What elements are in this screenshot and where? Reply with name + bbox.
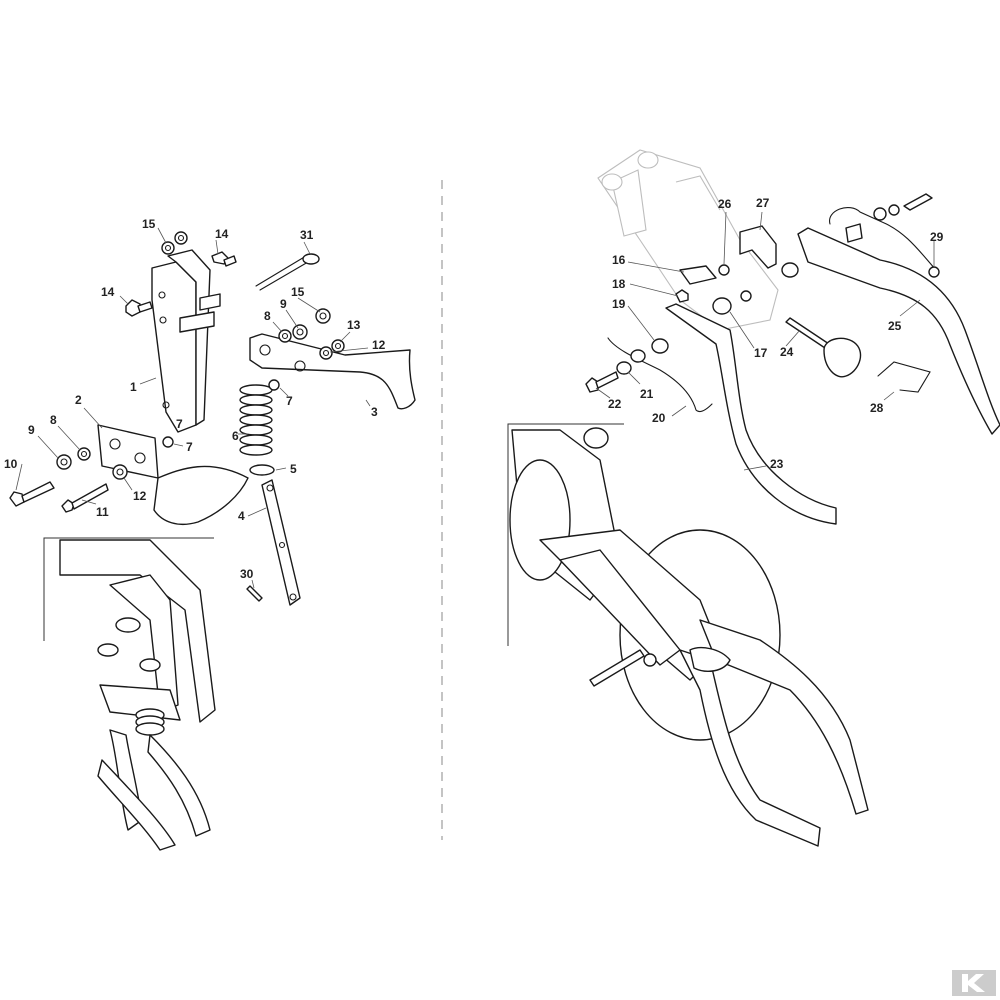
inset-frame-right (507, 423, 624, 646)
callout-13: 13 (347, 318, 361, 332)
callout-29: 29 (930, 230, 944, 244)
mounted-view-left (59, 539, 216, 851)
tine-part-23 (665, 303, 837, 525)
callout-12a: 12 (372, 338, 386, 352)
right-assembly: 16 17 18 19 20 21 22 23 24 25 26 27 28 2… (507, 149, 1000, 847)
knob-bolt-part-24 (785, 317, 862, 378)
callout-30: 30 (240, 567, 254, 581)
callout-15b: 15 (291, 285, 305, 299)
callout-22: 22 (608, 397, 622, 411)
spring-part-6 (239, 384, 273, 456)
callout-21: 21 (640, 387, 654, 401)
callout-25: 25 (888, 319, 902, 333)
callout-14a: 14 (215, 227, 229, 241)
spring-clip-part-29 (829, 204, 940, 278)
callout-4: 4 (238, 509, 245, 523)
bushing-part-17 (712, 297, 732, 315)
bushing-part-19 (651, 338, 669, 354)
callout-27: 27 (756, 196, 770, 210)
callout-26: 26 (718, 197, 732, 211)
tine-arm-part-3 (249, 333, 416, 410)
tine-blade (153, 465, 249, 526)
callout-8a: 8 (264, 309, 271, 323)
callouts-left: 1 2 3 4 5 6 7 7 7 8 8 9 9 10 11 12 12 13… (4, 217, 386, 581)
callout-5: 5 (290, 462, 297, 476)
leader-lines-left (15, 227, 371, 589)
ghost-frame (597, 149, 779, 331)
callout-15a: 15 (142, 217, 156, 231)
callout-10: 10 (4, 457, 18, 471)
callout-28: 28 (870, 401, 884, 415)
bolt-top-right (903, 193, 933, 211)
nut-part-26 (718, 264, 730, 276)
cotter-pin-part-31 (255, 253, 320, 291)
callout-2: 2 (75, 393, 82, 407)
callout-8b: 8 (50, 413, 57, 427)
callout-20: 20 (652, 411, 666, 425)
callout-6: 6 (232, 429, 239, 443)
bracket-part-1 (151, 249, 221, 433)
k-brand-logo-icon (952, 970, 996, 996)
callout-17: 17 (754, 346, 768, 360)
fasteners-left (9, 231, 345, 513)
bolt-part-22 (585, 377, 599, 393)
callout-11: 11 (96, 505, 109, 519)
leader-lines-right (595, 211, 935, 471)
callout-3: 3 (371, 405, 378, 419)
washer-part-21 (616, 361, 632, 375)
wire-clip-part-28 (877, 361, 931, 393)
left-assembly: 1 2 3 4 5 6 7 7 7 8 8 9 9 10 11 12 12 13… (4, 217, 416, 851)
inset-frame-left (43, 537, 214, 641)
plate-part-2 (97, 424, 159, 479)
callout-1: 1 (130, 380, 137, 394)
mounted-view-right (509, 427, 869, 847)
callout-18: 18 (612, 277, 626, 291)
callout-7a: 7 (286, 394, 293, 408)
callout-24: 24 (780, 345, 794, 359)
washer-part-5 (249, 464, 275, 476)
bracket-part-27 (739, 225, 777, 269)
bracket-part-16 (679, 265, 717, 285)
spring-wire-part-20 (607, 337, 713, 413)
callout-9b: 9 (28, 423, 35, 437)
callout-31: 31 (300, 228, 314, 242)
callout-14b: 14 (101, 285, 115, 299)
nozzle (845, 223, 863, 243)
bolt-part-18 (675, 289, 689, 303)
callouts-right: 16 17 18 19 20 21 22 23 24 25 26 27 28 2… (608, 196, 944, 471)
callout-23: 23 (770, 457, 784, 471)
callout-9a: 9 (280, 297, 287, 311)
callout-19: 19 (612, 297, 626, 311)
rod-part-4 (261, 479, 301, 606)
callout-12b: 12 (133, 489, 147, 503)
pin-part-30 (246, 585, 263, 602)
callout-7b: 7 (186, 440, 193, 454)
callout-16: 16 (612, 253, 626, 267)
callout-7c: 7 (176, 417, 183, 431)
